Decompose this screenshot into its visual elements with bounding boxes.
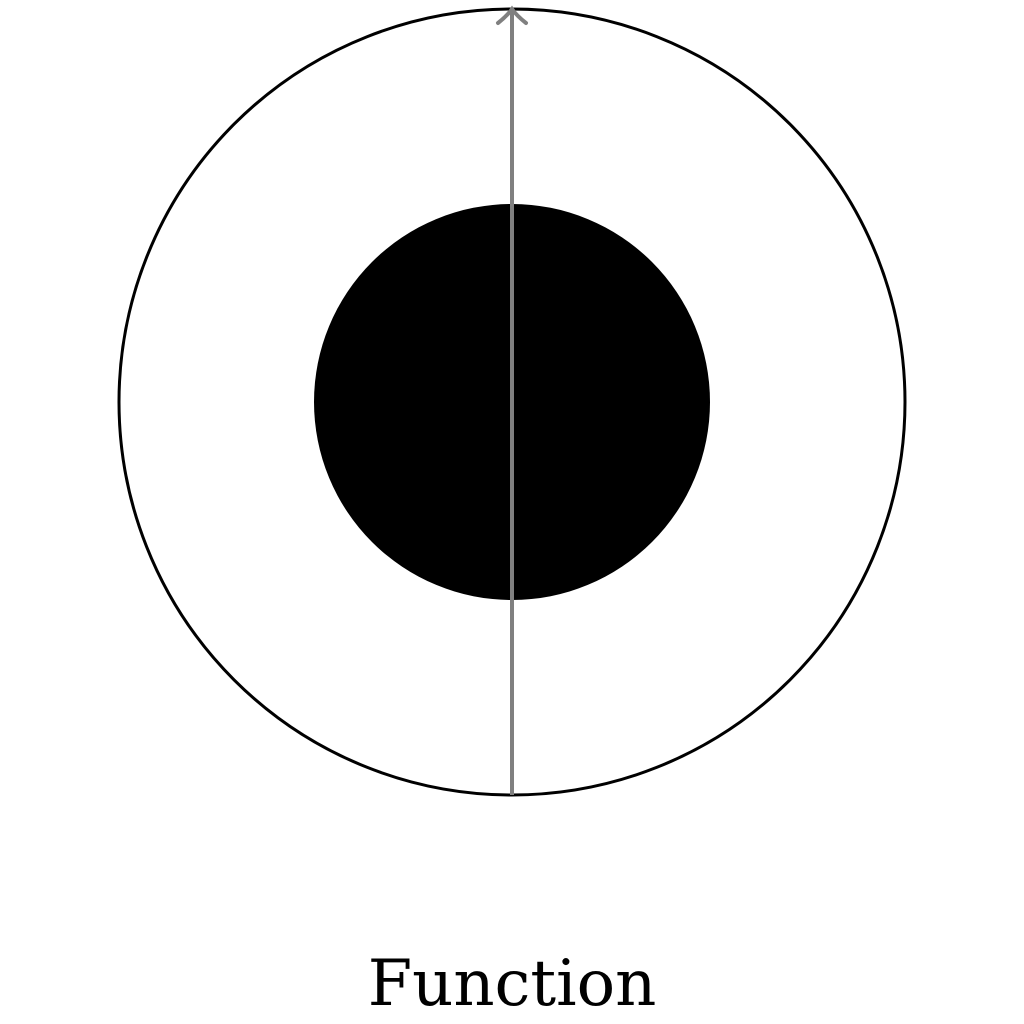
arrow-head-icon <box>496 5 528 25</box>
diagram-caption: Function <box>367 947 657 1021</box>
